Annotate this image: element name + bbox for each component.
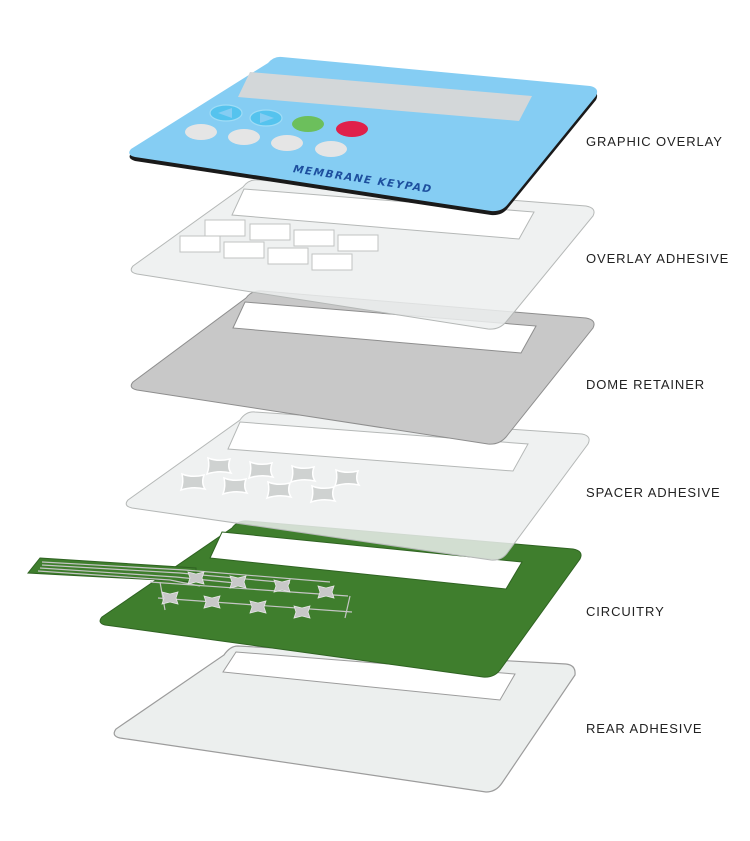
label-graphic-overlay: GRAPHIC OVERLAY bbox=[586, 134, 723, 149]
red-key bbox=[336, 121, 368, 137]
key-6 bbox=[228, 129, 260, 145]
label-overlay-adhesive: OVERLAY ADHESIVE bbox=[586, 251, 730, 266]
key-8 bbox=[315, 141, 347, 157]
keypad-keys bbox=[185, 104, 368, 157]
circuitry-layer bbox=[27, 520, 582, 678]
label-spacer-adhesive: SPACER ADHESIVE bbox=[586, 485, 721, 500]
label-circuitry: CIRCUITRY bbox=[586, 604, 665, 619]
label-rear-adhesive: REAR ADHESIVE bbox=[586, 721, 703, 736]
overlay-adhesive-layer bbox=[130, 179, 595, 330]
key-5 bbox=[185, 124, 217, 140]
green-key bbox=[292, 116, 324, 132]
circuit-traces bbox=[37, 561, 353, 619]
label-dome-retainer: DOME RETAINER bbox=[586, 377, 706, 392]
left-arrow-icon bbox=[218, 108, 232, 118]
right-arrow-icon bbox=[260, 113, 274, 123]
dome-retainer-layer bbox=[130, 290, 595, 445]
spacer-key-cutouts bbox=[179, 456, 361, 504]
rear-adhesive-layer bbox=[113, 645, 576, 793]
graphic-overlay-layer: MEMBRANE KEYPAD bbox=[129, 56, 598, 216]
display-window bbox=[238, 72, 532, 121]
spacer-adhesive-layer bbox=[125, 411, 590, 561]
circuit-contact-pads bbox=[161, 571, 335, 619]
key-7 bbox=[271, 135, 303, 151]
overlay-adhesive-key-cutouts bbox=[179, 219, 379, 271]
